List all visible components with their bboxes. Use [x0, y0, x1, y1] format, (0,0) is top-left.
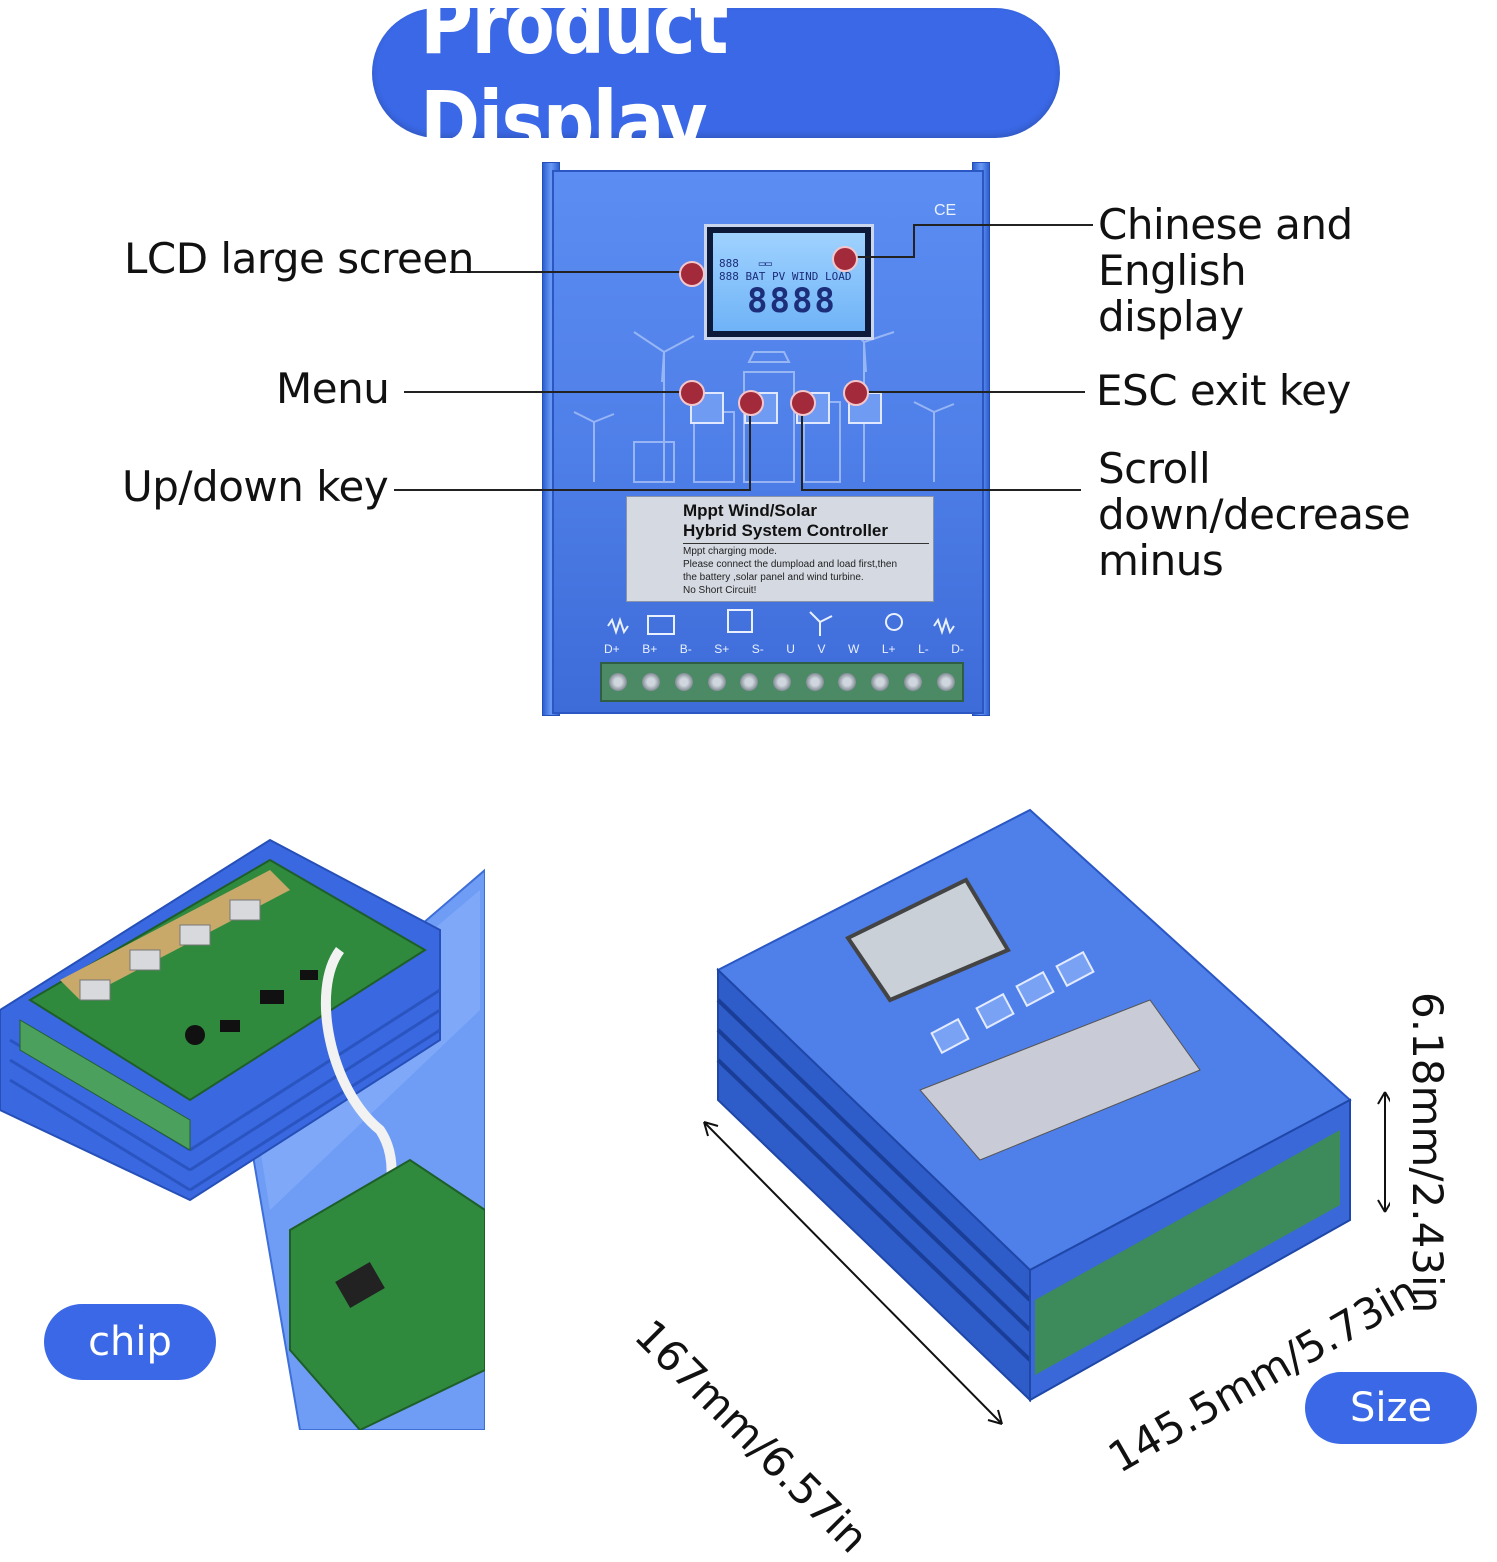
- menu-label: Menu: [276, 364, 390, 413]
- chinese-leader-vertical: [913, 224, 915, 256]
- lcd-screen: 888 ▭▭888 BAT PV WIND LOAD 8888: [704, 224, 874, 340]
- scroll-label: Scroll down/decrease minus: [1098, 446, 1497, 584]
- scroll-line2: minus: [1098, 536, 1224, 585]
- terminal-screw: [609, 673, 628, 691]
- menu-leader-line: [404, 391, 690, 393]
- terminal-label: D-: [951, 642, 964, 656]
- terminal-screw: [805, 673, 824, 691]
- scroll-line1: Scroll down/decrease: [1098, 444, 1411, 539]
- terminal-label: S+: [714, 642, 730, 656]
- terminal-label: L-: [918, 642, 929, 656]
- esc-label: ESC exit key: [1096, 366, 1351, 415]
- size-badge: Size: [1305, 1372, 1477, 1444]
- pcb-illustration: [0, 838, 486, 1432]
- scroll-leader-vertical: [801, 402, 803, 491]
- label-title-line1: Mppt Wind/Solar: [683, 501, 817, 520]
- lcd-leader-line: [450, 271, 690, 273]
- terminal-screw: [838, 673, 857, 691]
- label-title-line2: Hybrid System Controller: [683, 521, 888, 540]
- chinese-callout-dot: [832, 246, 858, 272]
- terminal-screw: [936, 673, 955, 691]
- terminal-block: [600, 662, 964, 702]
- height-dimension: 6.18mm/2.43in: [1403, 992, 1452, 1314]
- terminal-label: V: [817, 642, 826, 656]
- label-line: Please connect the dumpload and load fir…: [683, 559, 898, 570]
- updown-leader-line: [394, 489, 750, 491]
- terminal-screw: [642, 673, 661, 691]
- terminal-label: B-: [679, 642, 692, 656]
- terminal-label: S-: [751, 642, 764, 656]
- updown-leader-vertical: [749, 402, 751, 491]
- label-title: Mppt Wind/Solar Hybrid System Controller: [683, 501, 888, 541]
- scroll-callout-dot: [790, 390, 816, 416]
- dimension-illustration: [703, 808, 1393, 1425]
- updown-callout-dot: [738, 390, 764, 416]
- product-label: Mppt Wind/Solar Hybrid System Controller…: [626, 496, 934, 602]
- terminal-label: U: [786, 642, 795, 656]
- title-banner: Product Display: [372, 0, 1060, 171]
- terminal-screw: [740, 673, 759, 691]
- chinese-leader-line: [913, 224, 1093, 226]
- terminal-label: B+: [642, 642, 658, 656]
- pcb-internal-photo: [0, 830, 486, 1432]
- chinese-leader-stub: [845, 256, 915, 258]
- terminal-labels: D+ B+ B- S+ S- U V W L+ L- D-: [604, 642, 964, 656]
- controller-front-panel: CE 888 ▭▭888 BAT PV WIND LOAD: [552, 170, 984, 714]
- label-line: No Short Circuit!: [683, 585, 757, 596]
- lcd-status-segments: 888 ▭▭888 BAT PV WIND LOAD: [719, 257, 852, 283]
- lcd-label: LCD large screen: [124, 234, 474, 283]
- label-body: Mppt charging mode. Please connect the d…: [683, 545, 935, 597]
- terminal-screw: [903, 673, 922, 691]
- terminal-screw: [674, 673, 693, 691]
- chinese-english-line1: Chinese and English: [1098, 200, 1353, 295]
- menu-callout-dot: [679, 380, 705, 406]
- lcd-digits: 8888: [747, 281, 837, 321]
- esc-callout-dot: [843, 380, 869, 406]
- scroll-leader-line: [801, 489, 1081, 491]
- terminal-label: D+: [604, 642, 620, 656]
- label-line: Mppt charging mode.: [683, 546, 777, 557]
- dimension-photo: [690, 800, 1393, 1440]
- label-line: the battery ,solar panel and wind turbin…: [683, 572, 864, 583]
- lcd-callout-dot: [679, 261, 705, 287]
- label-divider: [683, 543, 929, 544]
- updown-label: Up/down key: [122, 462, 389, 511]
- terminal-label: L+: [881, 642, 896, 656]
- esc-leader-line: [855, 391, 1085, 393]
- terminal-screw: [871, 673, 890, 691]
- terminal-icons: [607, 609, 955, 636]
- page-title: Product Display: [420, 0, 728, 171]
- chinese-english-line2: display: [1098, 292, 1244, 341]
- terminal-screw: [772, 673, 791, 691]
- ce-mark: CE: [934, 202, 957, 219]
- terminal-label: W: [848, 642, 860, 656]
- chinese-english-label: Chinese and English display: [1098, 202, 1497, 340]
- terminal-screw: [707, 673, 726, 691]
- chip-badge: chip: [44, 1304, 216, 1380]
- front-controller-image: CE 888 ▭▭888 BAT PV WIND LOAD: [540, 162, 990, 718]
